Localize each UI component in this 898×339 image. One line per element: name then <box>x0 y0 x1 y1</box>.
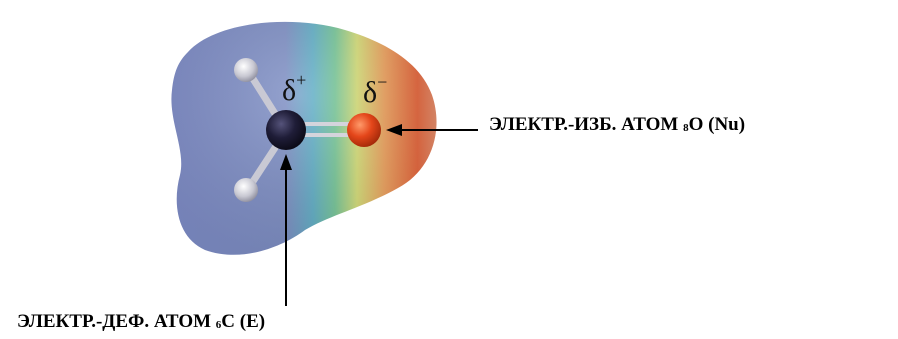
arrow-nucleophile <box>386 124 478 136</box>
carbon-atom <box>266 110 306 150</box>
oxygen-atom <box>347 113 381 147</box>
partial-positive-charge: δ+ <box>282 70 307 107</box>
arrow-electrophile <box>280 154 292 306</box>
partial-negative-charge: δ− <box>363 72 388 109</box>
hydrogen-atom-bottom <box>234 178 258 202</box>
electrophile-label: ЭЛЕКТР.-ДЕФ. АТОМ 6C (E) <box>17 311 266 332</box>
hydrogen-atom-top <box>234 58 258 82</box>
nucleophile-label: ЭЛЕКТР.-ИЗБ. АТОМ 8O (Nu) <box>489 114 746 135</box>
